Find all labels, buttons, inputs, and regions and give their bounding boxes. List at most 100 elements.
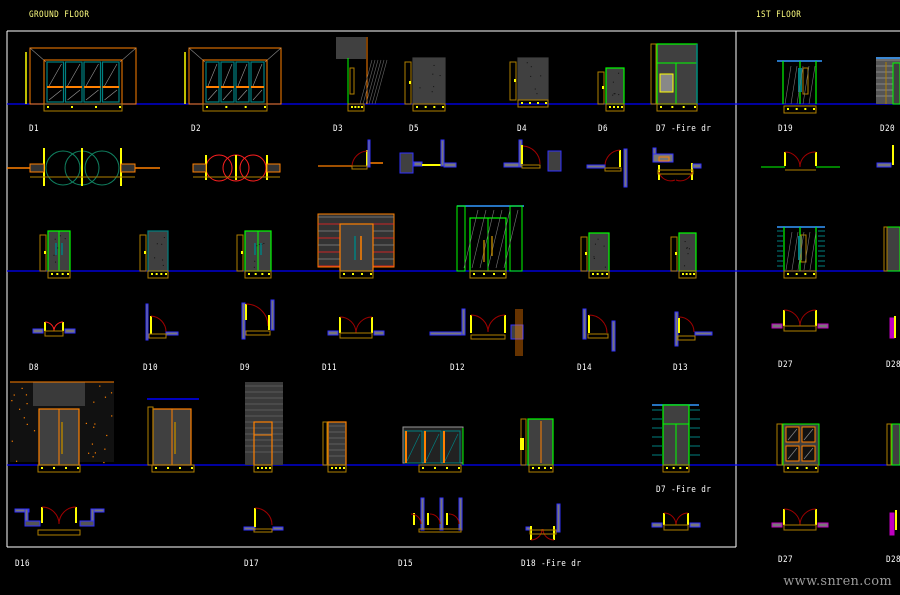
door-label-d18-fire[interactable]: D18 -Fire dr [521,559,581,569]
texture-dot [161,244,162,245]
dimension-tick [343,467,345,469]
dimension-tick [694,106,696,108]
door-label-d20[interactable]: D20 - [880,124,900,134]
speckle [105,397,106,398]
wall [421,498,424,530]
speckle [27,424,28,425]
texture-dot [536,93,537,94]
dimension-tick [225,106,227,108]
door-label-d8[interactable]: D8 [29,363,39,373]
wall [146,304,148,340]
dimension-tick [261,467,263,469]
dimension-tick [532,467,534,469]
dimension-tick [442,106,444,108]
speckle [111,392,112,393]
texture-dot [419,87,420,88]
plan-d2[interactable] [193,155,280,181]
dimension-tick [493,273,495,275]
door-panel [606,68,624,104]
door-panel [413,58,445,104]
wall [675,312,678,346]
texture-dot [595,244,596,245]
dimension-tick [422,467,424,469]
door-label-d14[interactable]: D14 [577,363,592,373]
door-label-d12[interactable]: D12 [450,363,465,373]
hinge-mark [514,79,516,82]
door-label-d28-bottom[interactable]: D28 [886,555,900,565]
door-label-d15[interactable]: D15 [398,559,413,569]
door-label-d9[interactable]: D9 [240,363,250,373]
wall [459,498,462,530]
hinge-mark [675,252,677,255]
door-label-d27-top[interactable]: D27 [778,360,793,370]
wall [244,527,255,530]
dimension-tick [167,467,169,469]
wall [583,309,586,339]
door-label-d10[interactable]: D10 [143,363,158,373]
door-label-d7-fire-bottom[interactable]: D7 -Fire dr [656,485,711,495]
dimension-tick [679,467,681,469]
dimension-tick [62,273,64,275]
door-label-d19[interactable]: D19 [778,124,793,134]
speckle [88,453,89,454]
speckle [94,423,95,424]
dimension-tick [257,467,259,469]
dimension-tick [351,106,353,108]
texture-dot [157,243,158,244]
wall [652,523,662,527]
elevation-d17[interactable] [245,382,283,472]
door-label-d17[interactable]: D17 [244,559,259,569]
door-label-d5[interactable]: D5 [409,124,419,134]
dimension-tick [787,467,789,469]
pivot [193,164,206,172]
texture-dot [55,239,56,240]
wall [772,324,782,328]
dimension-tick [660,106,662,108]
dimension-tick [354,106,356,108]
elevation-d16b[interactable] [147,399,199,472]
door-label-d4[interactable]: D4 [517,124,527,134]
wall [33,329,43,333]
texture-dot [53,255,54,256]
door-panel [893,63,900,104]
door-label-d11[interactable]: D11 [322,363,337,373]
elevation-d7-fire-top[interactable] [651,44,697,111]
elevation-d4[interactable] [510,58,548,107]
door-panel [518,58,548,100]
texture-dot [530,76,531,77]
texture-dot [434,65,435,66]
door-label-d28-top[interactable]: D28 [886,360,900,370]
door-label-d7-fire-top[interactable]: D7 -Fire dr [656,124,711,134]
door-panel [679,233,696,271]
dimension-tick [71,106,73,108]
wall [328,331,338,335]
door-label-d6[interactable]: D6 [598,124,608,134]
elevation-d16[interactable] [10,382,114,472]
dimension-tick [813,273,815,275]
door-label-d27-bottom[interactable]: D27 [778,555,793,565]
elevation-d5[interactable] [405,58,445,111]
door-label-d13[interactable]: D13 [673,363,688,373]
plan-d28-top[interactable] [890,316,895,338]
wall [80,521,94,526]
stile [424,431,426,463]
dimension-tick [265,467,267,469]
door-label-d1[interactable]: D1 [29,124,39,134]
door-label-d3[interactable]: D3 [333,124,343,134]
dimension-tick [361,106,363,108]
texture-dot [154,257,155,258]
kick-rail [236,86,249,88]
dimension-tick [339,467,341,469]
door-label-d2[interactable]: D2 [191,124,201,134]
dimension-tick [156,273,158,275]
texture-dot [254,267,255,268]
elevation-d27-bottom[interactable] [777,424,819,472]
dimension-tick [686,273,688,275]
speckle [26,403,27,404]
wall [587,165,605,168]
dimension-tick [155,467,157,469]
elevation-d20[interactable] [876,57,900,104]
kick-rail [221,86,234,88]
dimension-tick [65,467,67,469]
door-label-d16[interactable]: D16 [15,559,30,569]
